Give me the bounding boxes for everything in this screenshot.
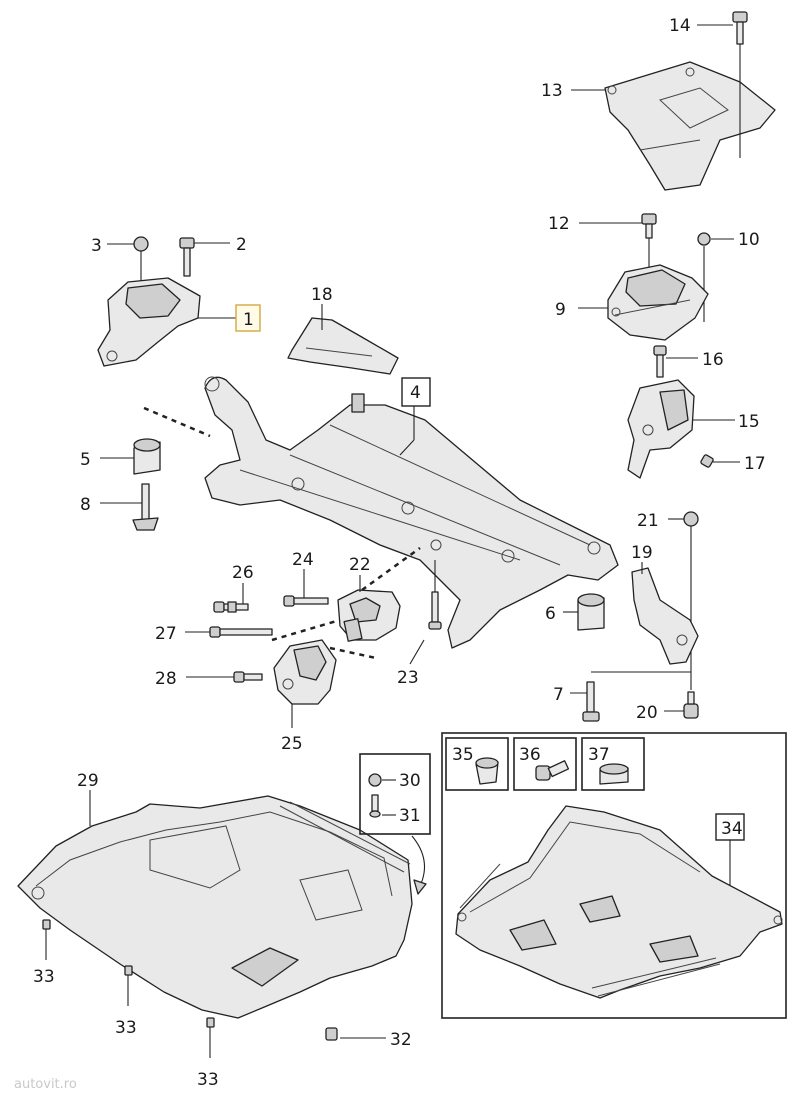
part-8-bolt[interactable]	[132, 483, 159, 531]
part-24-bolt[interactable]	[283, 595, 329, 607]
callout-15[interactable]: 15	[738, 412, 760, 432]
part-9-engine-mount[interactable]	[607, 264, 709, 341]
callout-2[interactable]: 2	[236, 235, 247, 255]
callout-24[interactable]: 24	[292, 550, 314, 570]
part-32-clip[interactable]	[325, 1027, 338, 1041]
part-20-bolt[interactable]	[683, 691, 699, 719]
part-27-bolt[interactable]	[209, 626, 273, 638]
callout-3[interactable]: 3	[91, 236, 102, 256]
callout-16[interactable]: 16	[702, 350, 724, 370]
part-21-nut[interactable]	[683, 511, 699, 527]
part-35-plug[interactable]	[475, 757, 499, 785]
part-25-bracket[interactable]	[273, 639, 337, 705]
part-15-mount-bracket[interactable]	[627, 379, 695, 479]
part-10-nut[interactable]	[697, 232, 711, 246]
part-26-bolt[interactable]	[213, 601, 249, 613]
part-30-nut[interactable]	[368, 773, 382, 787]
callout-21[interactable]: 21	[637, 511, 659, 531]
part-28-bolt[interactable]	[233, 671, 263, 683]
callout-26[interactable]: 26	[232, 563, 254, 583]
callout-6[interactable]: 6	[545, 604, 556, 624]
callout-9[interactable]: 9	[555, 300, 566, 320]
part-12-bolt[interactable]	[641, 213, 657, 239]
callout-4-box	[401, 377, 431, 407]
callout-18[interactable]: 18	[311, 285, 333, 305]
callout-27[interactable]: 27	[155, 624, 177, 644]
callout-35[interactable]: 35	[452, 745, 474, 765]
part-23-bolt[interactable]	[428, 591, 442, 630]
callout-17[interactable]: 17	[744, 454, 766, 474]
part-5-bushing[interactable]	[133, 438, 161, 475]
callout-31[interactable]: 31	[399, 806, 421, 826]
callout-30[interactable]: 30	[399, 771, 421, 791]
part-35-box	[445, 737, 509, 791]
part-7-bolt[interactable]	[582, 681, 600, 722]
callout-28[interactable]: 28	[155, 669, 177, 689]
part-16-bolt[interactable]	[653, 345, 667, 378]
part-4-subframe[interactable]	[204, 376, 619, 649]
callout-23[interactable]: 23	[397, 668, 419, 688]
part-37-box	[581, 737, 645, 791]
part-1-engine-mount[interactable]	[97, 277, 201, 367]
callout-33-a[interactable]: 33	[33, 967, 55, 987]
part-33-fastener-a[interactable]	[42, 919, 51, 930]
part-6-bushing[interactable]	[577, 593, 605, 631]
callout-1[interactable]: 1	[243, 310, 254, 330]
part-33-fastener-b[interactable]	[124, 965, 133, 976]
callout-20[interactable]: 20	[636, 703, 658, 723]
part-33-fastener-c[interactable]	[206, 1017, 215, 1028]
callout-4[interactable]: 4	[410, 383, 421, 403]
watermark: autovit.ro	[14, 1077, 77, 1092]
callout-10[interactable]: 10	[738, 230, 760, 250]
part-29-underbody-shield[interactable]	[17, 795, 413, 1019]
callout-36[interactable]: 36	[519, 745, 541, 765]
part-13-bracket[interactable]	[604, 61, 776, 191]
part-18-plate[interactable]	[287, 317, 399, 375]
detail-frame	[441, 732, 787, 1019]
part-14-bolt[interactable]	[732, 11, 748, 45]
callout-12[interactable]: 12	[548, 214, 570, 234]
callout-7[interactable]: 7	[553, 685, 564, 705]
part-37-grommet[interactable]	[599, 763, 629, 785]
part-36-box	[513, 737, 577, 791]
arrow-icon	[413, 879, 427, 895]
part-22-mount[interactable]	[337, 589, 401, 642]
callout-33-c[interactable]: 33	[197, 1070, 219, 1090]
callout-22[interactable]: 22	[349, 555, 371, 575]
callout-25[interactable]: 25	[281, 734, 303, 754]
callout-37[interactable]: 37	[588, 745, 610, 765]
callout-34[interactable]: 34	[721, 819, 743, 839]
part-17-bolt[interactable]	[700, 454, 714, 468]
callout-33-b[interactable]: 33	[115, 1018, 137, 1038]
part-31-pin[interactable]	[369, 794, 381, 818]
callout-1-highlight-box	[235, 304, 261, 332]
part-36-bolt[interactable]	[535, 760, 570, 781]
part-3-nut[interactable]	[133, 236, 149, 252]
callout-32[interactable]: 32	[390, 1030, 412, 1050]
part-2-bolt[interactable]	[179, 237, 195, 277]
callout-34-box	[715, 813, 745, 841]
part-34-underbody-shield[interactable]	[455, 805, 783, 999]
callout-5[interactable]: 5	[80, 450, 91, 470]
callout-8[interactable]: 8	[80, 495, 91, 515]
callout-13[interactable]: 13	[541, 81, 563, 101]
callout-30-31-frame	[359, 753, 431, 835]
callout-19[interactable]: 19	[631, 543, 653, 563]
callout-29[interactable]: 29	[77, 771, 99, 791]
callout-14[interactable]: 14	[669, 16, 691, 36]
part-19-bracket[interactable]	[631, 567, 699, 665]
